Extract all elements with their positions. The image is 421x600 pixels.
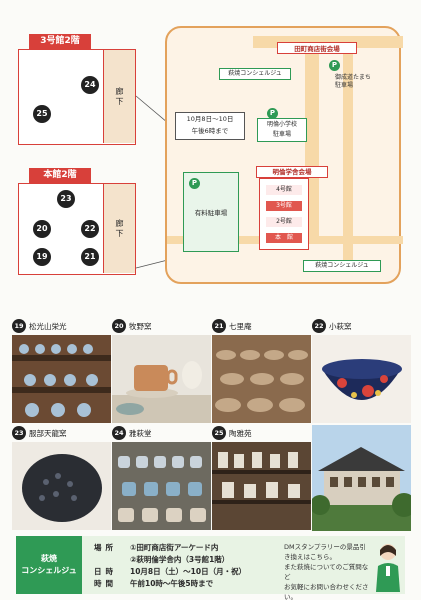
tile-20[interactable]: 20 牧野窯	[112, 318, 211, 424]
concierge-note: DMスタンプラリーの景品引き換えはこちら。 また萩焼についてのご質問など お気軽…	[284, 543, 369, 600]
place-row: 場所 ①田町商店街アーケード内	[94, 542, 218, 553]
booth-21[interactable]: 21	[81, 248, 99, 266]
concierge-info-panel: 萩焼 コンシェルジュ 場所 ①田町商店街アーケード内 ②萩明倫学舎内（3号館1階…	[16, 536, 405, 600]
tile-23-name: 服部天龍窯	[29, 428, 67, 438]
place-key-spacer	[94, 554, 124, 565]
photo-tea-cups-shelf	[12, 335, 111, 423]
tile-20-name: 牧野窯	[129, 321, 152, 331]
tile-22-number: 22	[312, 319, 326, 333]
photo-cups-display	[112, 442, 211, 530]
booth-19[interactable]: 19	[33, 248, 51, 266]
time-row: 時間 午前10時〜午後5時まで	[94, 578, 213, 589]
school-parking-label: 明倫小学校 駐車場	[257, 118, 307, 142]
tile-24-head: 24 雅萩堂	[112, 425, 211, 441]
tile-24-name: 雅萩堂	[129, 428, 152, 438]
tamachi-venue-label: 田町商店街会場	[277, 42, 357, 54]
tile-21-name: 七里庵	[229, 321, 252, 331]
tile-22-name: 小萩窯	[329, 321, 352, 331]
tile-24[interactable]: 24 雅萩堂	[112, 425, 211, 531]
parking-icon-school: P	[267, 108, 278, 119]
date-note-box: 10月8日〜10日 午後6時まで	[175, 112, 245, 140]
building-main: 本 館	[266, 233, 302, 243]
tile-19[interactable]: 19 松光山栄光	[12, 318, 111, 424]
building-4: 4号館	[266, 185, 302, 195]
meirin-buildings: 4号館 3号館 2号館 本 館	[259, 178, 309, 250]
building-3: 3号館	[266, 201, 302, 211]
parking-icon-nishi: P	[329, 60, 340, 71]
tile-24-number: 24	[112, 426, 126, 440]
photo-decorated-bowl	[312, 335, 411, 423]
tile-19-head: 19 松光山栄光	[12, 318, 111, 334]
place-row-2: ②萩明倫学舎内（3号館1階）	[94, 554, 229, 565]
tile-21-head: 21 七里庵	[212, 318, 311, 334]
tile-22[interactable]: 22 小萩窯	[312, 318, 411, 424]
photo-bowl-display	[212, 335, 311, 423]
main-floor-plan: 廊下 23 20 22 19 21	[18, 183, 136, 275]
tile-23[interactable]: 23 服部天龍窯	[12, 425, 111, 531]
tile-23-head: 23 服部天龍窯	[12, 425, 111, 441]
tile-19-name: 松光山栄光	[29, 321, 67, 331]
building-2: 2号館	[266, 217, 302, 227]
concierge-title: 萩焼 コンシェルジュ	[16, 536, 82, 594]
street-vertical-2	[343, 36, 353, 266]
tile-19-number: 19	[12, 319, 26, 333]
main-floor-corridor: 廊下	[103, 184, 135, 273]
booth-24[interactable]: 24	[81, 76, 99, 94]
photo-dark-plate	[12, 442, 111, 530]
floor3-corridor: 廊下	[103, 50, 135, 143]
tile-25[interactable]: 25 陶雅苑	[212, 425, 311, 531]
photo-pottery-shelves	[212, 442, 311, 530]
tile-21[interactable]: 21 七里庵	[212, 318, 311, 424]
booth-20[interactable]: 20	[33, 220, 51, 238]
concierge-illustration	[376, 544, 400, 592]
booth-22[interactable]: 22	[81, 220, 99, 238]
paid-parking-label: 有料駐車場	[183, 172, 239, 252]
tile-25-number: 25	[212, 426, 226, 440]
date-key: 日時	[94, 567, 117, 576]
tile-25-head: 25 陶雅苑	[212, 425, 311, 441]
photo-coffee-cup-set	[112, 335, 211, 423]
time-key: 時間	[94, 579, 117, 588]
date-row: 日時 10月8日（土）〜10日（月・祝）	[94, 566, 246, 577]
tile-21-number: 21	[212, 319, 226, 333]
concierge-title-line1: 萩焼	[41, 554, 57, 563]
place-key: 場所	[94, 543, 117, 552]
concierge-bottom-label: 萩焼コンシェルジュ	[303, 260, 381, 272]
place-value-2: ②萩明倫学舎内（3号館1階）	[130, 555, 230, 564]
tile-25-name: 陶雅苑	[229, 428, 252, 438]
tile-20-number: 20	[112, 319, 126, 333]
tile-23-number: 23	[12, 426, 26, 440]
photo-meirin-building	[312, 425, 411, 531]
time-value: 午前10時〜午後5時まで	[130, 579, 214, 588]
floor3-title: 3号館2階	[29, 34, 91, 49]
area-map: 田町商店街会場 萩焼コンシェルジュ P 御成道たまち 駐車場 P 明倫小学校 駐…	[165, 26, 403, 284]
floor3-plan: 廊下 24 25	[18, 49, 136, 145]
tile-20-head: 20 牧野窯	[112, 318, 211, 334]
meirin-venue-label: 明倫学舎会場	[256, 166, 328, 178]
parking-icon-paid: P	[189, 178, 200, 189]
main-floor-title: 本館2階	[29, 168, 91, 183]
date-value: 10月8日（土）〜10日（月・祝）	[130, 567, 247, 576]
place-value-1: ①田町商店街アーケード内	[130, 543, 219, 552]
nishi-parking-label: 御成道たまち 駐車場	[335, 74, 371, 89]
booth-23[interactable]: 23	[57, 190, 75, 208]
booth-25[interactable]: 25	[33, 105, 51, 123]
concierge-top-label: 萩焼コンシェルジュ	[219, 68, 291, 80]
concierge-title-line2: コンシェルジュ	[21, 566, 77, 575]
tile-22-head: 22 小萩窯	[312, 318, 411, 334]
